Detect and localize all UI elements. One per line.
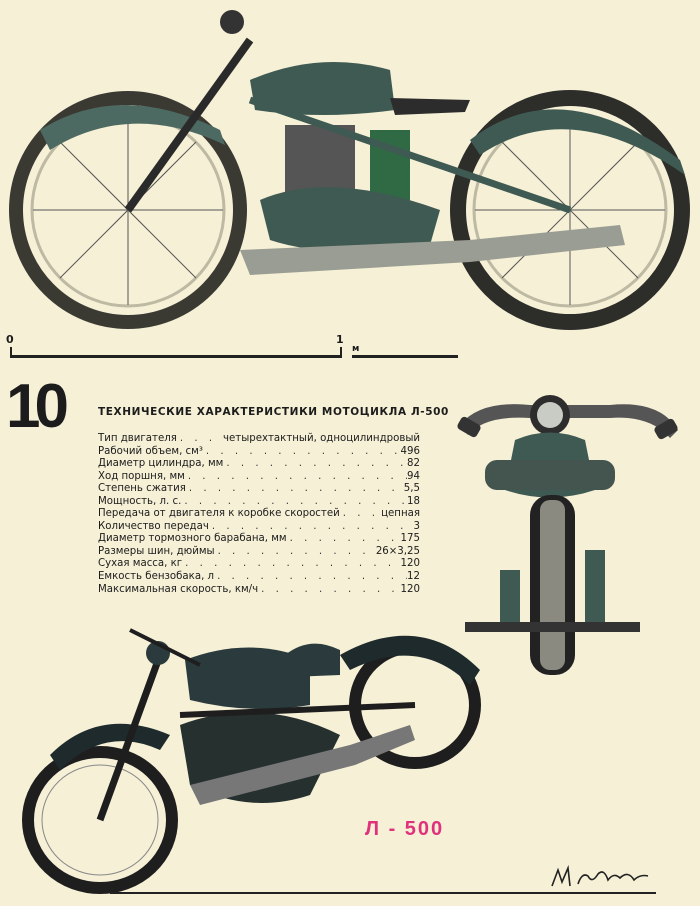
artist-signature [551,864,649,887]
spec-value: цепная [381,508,420,520]
spec-value: 120 [400,558,420,570]
leader-dots: . . . . . . . . . . . . . . . . . . . . … [289,533,401,545]
spec-row: Мощность, л. с. . . . . . . . . . . . . … [98,496,420,509]
scale-label-one: 1 [336,333,344,346]
spec-row: Размеры шин, дюймы . . . . . . . . . . .… [98,546,420,559]
spec-row: Рабочий объем, см³ . . . . . . . . . . .… [98,446,420,459]
spec-label: Рабочий объем, см³ [98,445,203,457]
spec-label: Мощность, л. с. [98,495,182,507]
spec-value: 18 [407,495,420,507]
spec-label: Сухая масса, кг [98,558,183,570]
specs-table: Тип двигателя . . . . . . . . . . . . . … [98,433,420,596]
motorcycle-front-view-illustration [457,395,678,675]
motorcycle-perspective-illustration [22,628,481,894]
spec-value: четырехтактный, одноцилиндровый [222,433,420,444]
scale-bar [10,355,342,358]
leader-dots: . . . . . . . . . . . . . . . . . . . . … [217,571,407,583]
section-number: 10 [6,372,69,441]
spec-label: Ход поршня, мм [98,470,185,482]
model-label: Л - 500 [365,818,445,840]
spec-row: Сухая масса, кг . . . . . . . . . . . . … [98,558,420,571]
scale-unit-underline [352,355,458,358]
spec-row: Передача от двигателя к коробке скоросте… [98,508,420,521]
spec-label: Степень сжатия [98,483,186,495]
bottom-rule [110,892,656,894]
leader-dots: . . . . . . . . . . . . . . . . . . . . … [205,445,401,457]
leader-dots: . . . . . . . . . . . . . . . . . . . . … [226,458,408,470]
spec-row: Диаметр тормозного барабана, мм . . . . … [98,533,420,546]
leader-dots: . . . . . . . . . . . . . . . . . . . . … [179,433,223,444]
leader-dots: . . . . . . . . . . . . . . . . . . . . … [188,483,404,495]
leader-dots: . . . . . . . . . . . . . . . . . . . . … [184,495,407,507]
leader-dots: . . . . . . . . . . . . . . . . . . . . … [217,545,376,557]
spec-label: Диаметр тормозного барабана, мм [98,533,287,545]
spec-row: Ход поршня, мм . . . . . . . . . . . . .… [98,471,420,484]
motorcycle-side-view-illustration [9,10,690,330]
spec-value: 496 [400,445,420,457]
specs-title: ТЕХНИЧЕСКИЕ ХАРАКТЕРИСТИКИ МОТОЦИКЛА Л-5… [98,406,449,418]
spec-label: Максимальная скорость, км/ч [98,583,259,595]
leader-dots: . . . . . . . . . . . . . . . . . . . . … [185,558,400,570]
leader-dots: . . . . . . . . . . . . . . . . . . . . … [187,470,407,482]
scale-tick [340,347,342,357]
spec-label: Количество передач [98,520,209,532]
spec-label: Тип двигателя [98,433,177,444]
spec-row: Количество передач . . . . . . . . . . .… [98,521,420,534]
spec-value: 3 [413,520,420,532]
spec-row: Диаметр цилиндра, мм . . . . . . . . . .… [98,458,420,471]
leader-dots: . . . . . . . . . . . . . . . . . . . . … [261,583,400,595]
spec-row: Степень сжатия . . . . . . . . . . . . .… [98,483,420,496]
spec-label: Емкость бензобака, л [98,571,215,583]
scale-label-zero: 0 [6,333,14,346]
spec-label: Размеры шин, дюймы [98,545,215,557]
spec-value: 94 [407,470,420,482]
spec-label: Передача от двигателя к коробке скоросте… [98,508,340,520]
spec-value: 12 [407,571,420,583]
spec-value: 5,5 [403,483,420,495]
leader-dots: . . . . . . . . . . . . . . . . . . . . … [342,508,381,520]
spec-value: 120 [400,583,420,595]
scale-unit-label: м [352,344,360,354]
leader-dots: . . . . . . . . . . . . . . . . . . . . … [211,520,414,532]
spec-label: Диаметр цилиндра, мм [98,458,224,470]
spec-row: Тип двигателя . . . . . . . . . . . . . … [98,433,420,446]
spec-row: Максимальная скорость, км/ч . . . . . . … [98,584,420,597]
spec-row: Емкость бензобака, л . . . . . . . . . .… [98,571,420,584]
scale-tick [10,347,12,357]
spec-value: 26×3,25 [375,545,420,557]
spec-value: 175 [400,533,420,545]
spec-value: 82 [407,458,420,470]
